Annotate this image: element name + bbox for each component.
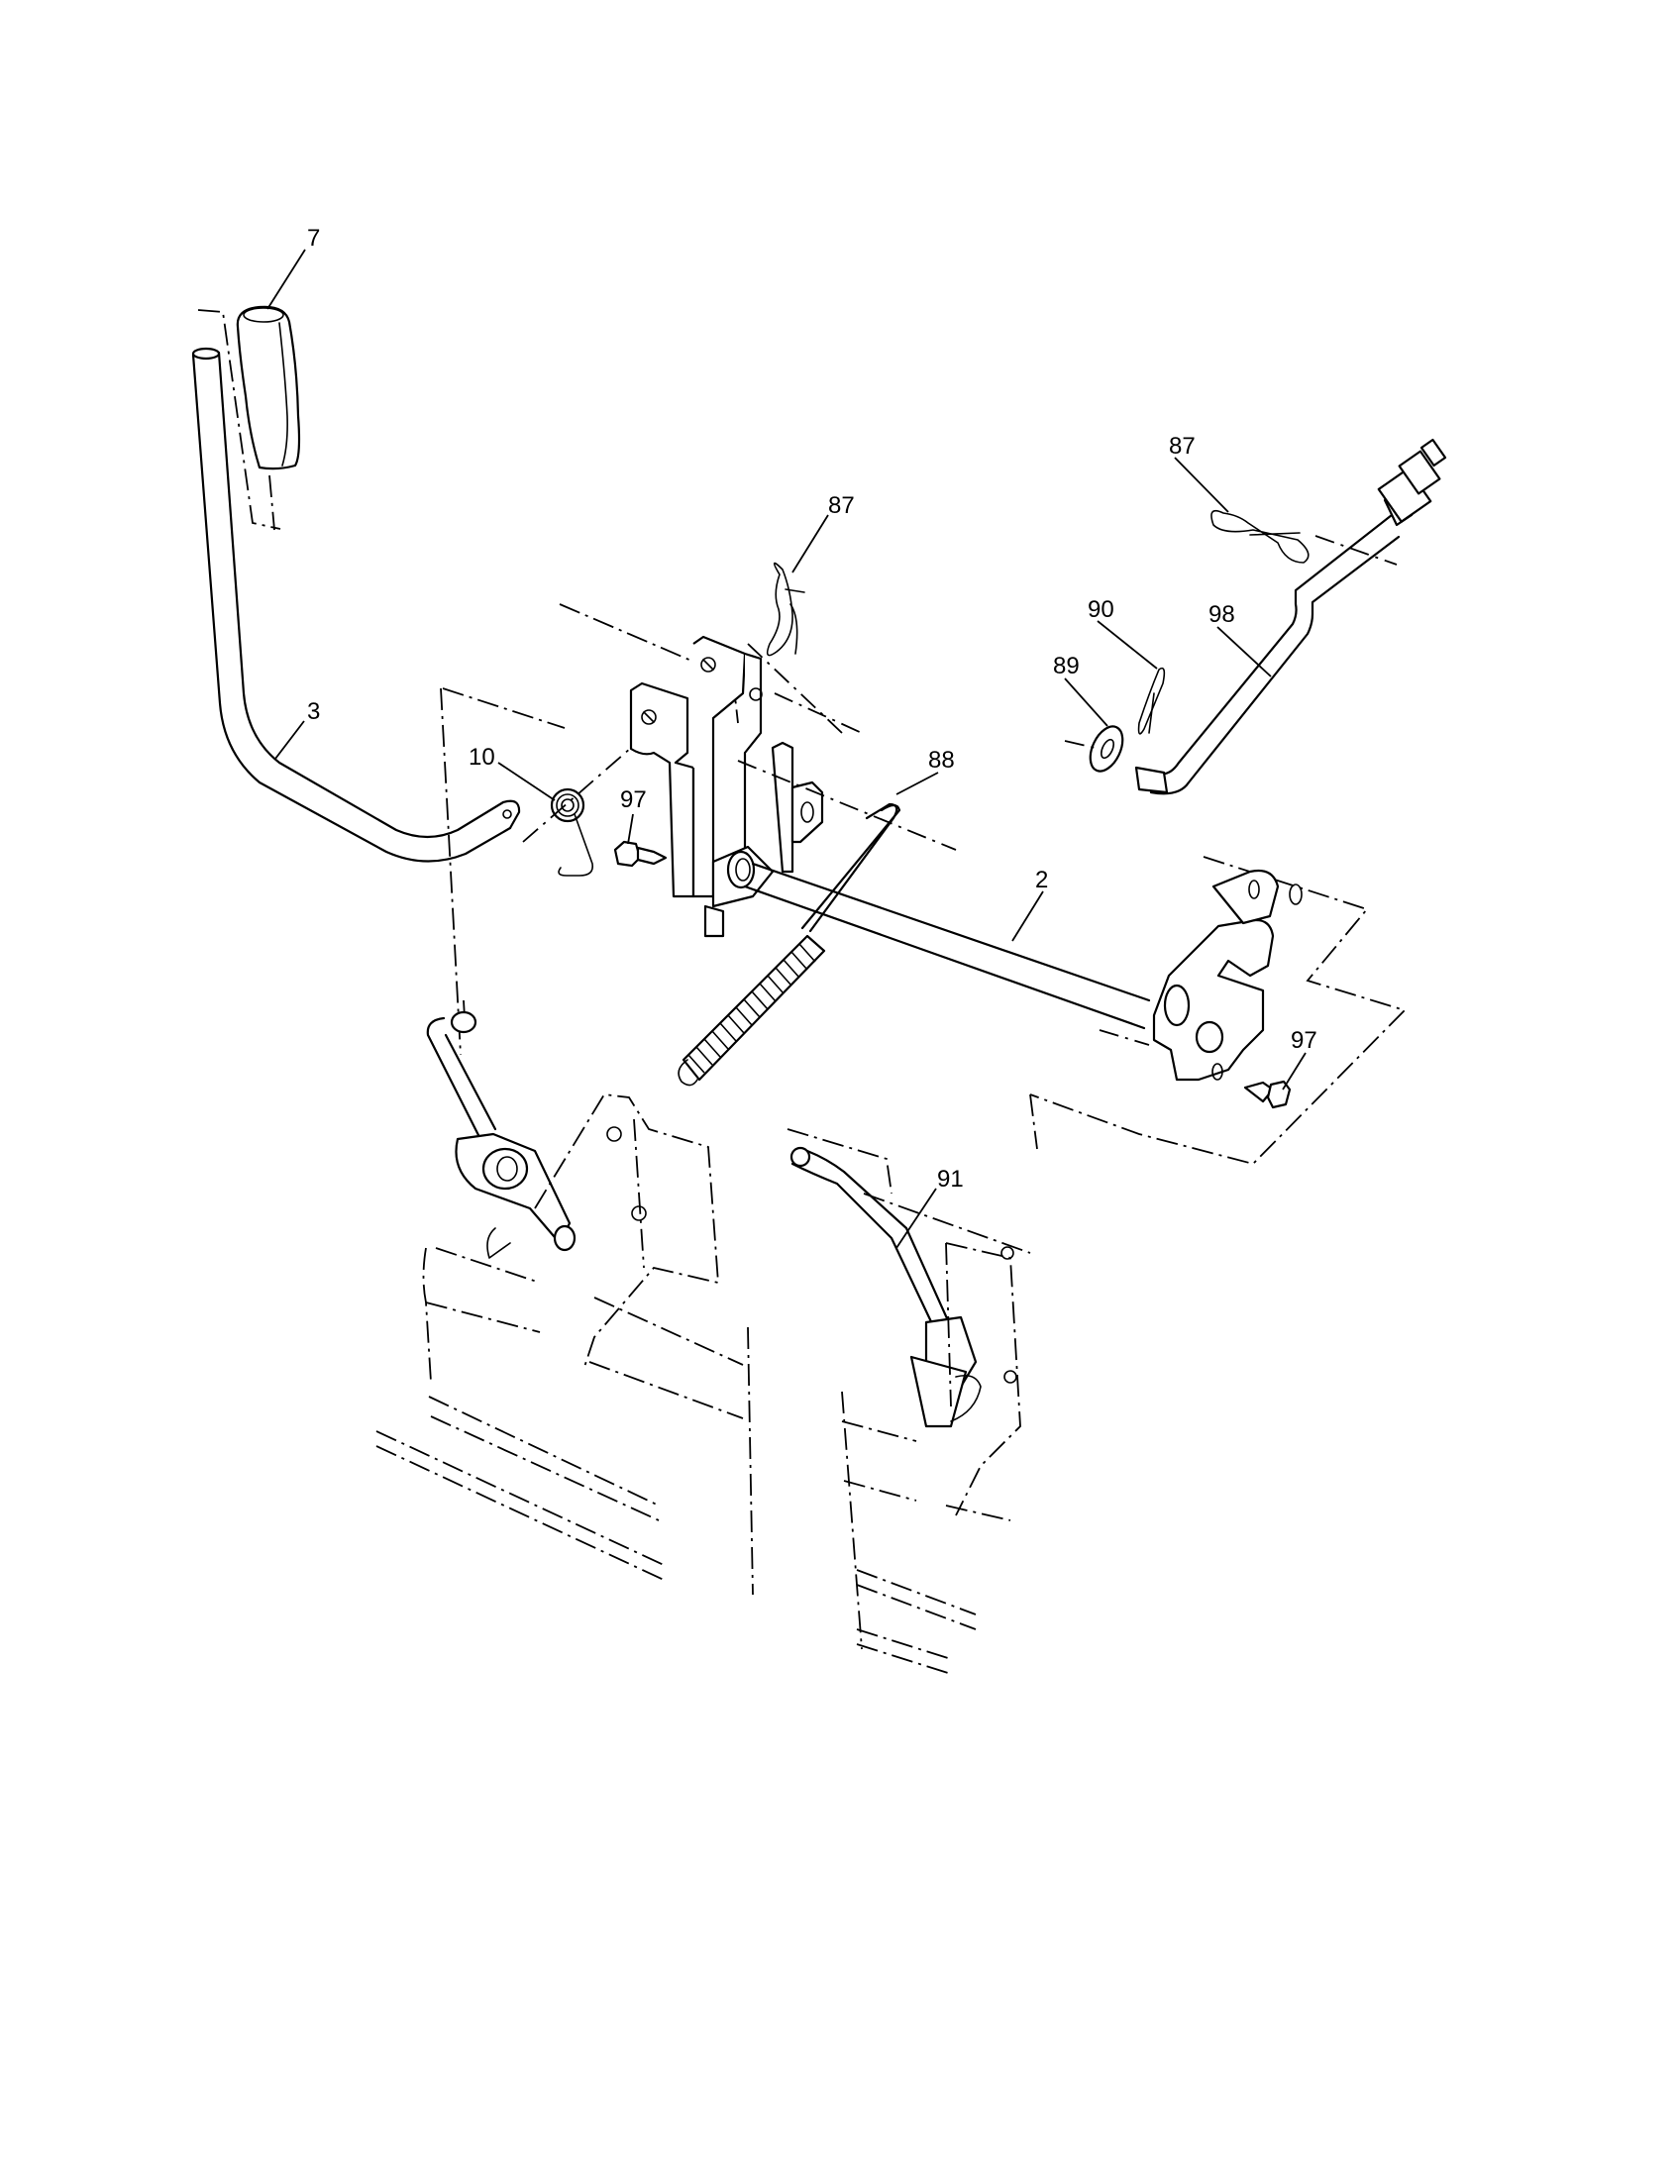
callout-87b: 87	[1169, 433, 1196, 460]
bolt-left	[613, 840, 668, 868]
callout-97a: 97	[620, 786, 647, 813]
callout-87a: 87	[828, 492, 855, 519]
callout-labels: 7 3 10 97 87 88 87 90 98 89 2 97 91	[307, 225, 1317, 1193]
torsion-spring	[550, 787, 594, 877]
callout-98: 98	[1208, 601, 1235, 628]
adjustment-link	[1134, 438, 1447, 795]
mounting-bracket	[440, 603, 763, 1056]
lift-lever	[191, 347, 521, 863]
leader-lines	[266, 249, 1307, 1249]
callout-10: 10	[469, 744, 495, 771]
hairpin-clip-center	[766, 562, 805, 657]
callout-88: 88	[928, 747, 955, 774]
spring-rod	[800, 802, 901, 933]
washer	[1089, 725, 1124, 773]
handle-grip	[197, 305, 301, 531]
lift-arm-bracket	[1029, 856, 1407, 1166]
callout-7: 7	[307, 225, 320, 252]
callout-90: 90	[1088, 596, 1114, 623]
mower-deck-right	[841, 1391, 1011, 1675]
cotter-pin	[1137, 667, 1166, 735]
extension-spring	[678, 934, 826, 1087]
callout-91: 91	[937, 1166, 964, 1193]
pivot-bracket	[703, 741, 824, 938]
lift-shaft	[743, 862, 1151, 1030]
callout-2: 2	[1035, 867, 1048, 893]
lift-link	[787, 1093, 1038, 1516]
callout-97b: 97	[1291, 1027, 1317, 1054]
mower-deck-left	[375, 1247, 754, 1596]
callout-89: 89	[1053, 653, 1080, 679]
bolt-right	[1243, 1080, 1292, 1109]
hairpin-clip-right	[1210, 509, 1310, 564]
callout-3: 3	[307, 698, 320, 725]
left-deck-bracket	[426, 999, 719, 1368]
